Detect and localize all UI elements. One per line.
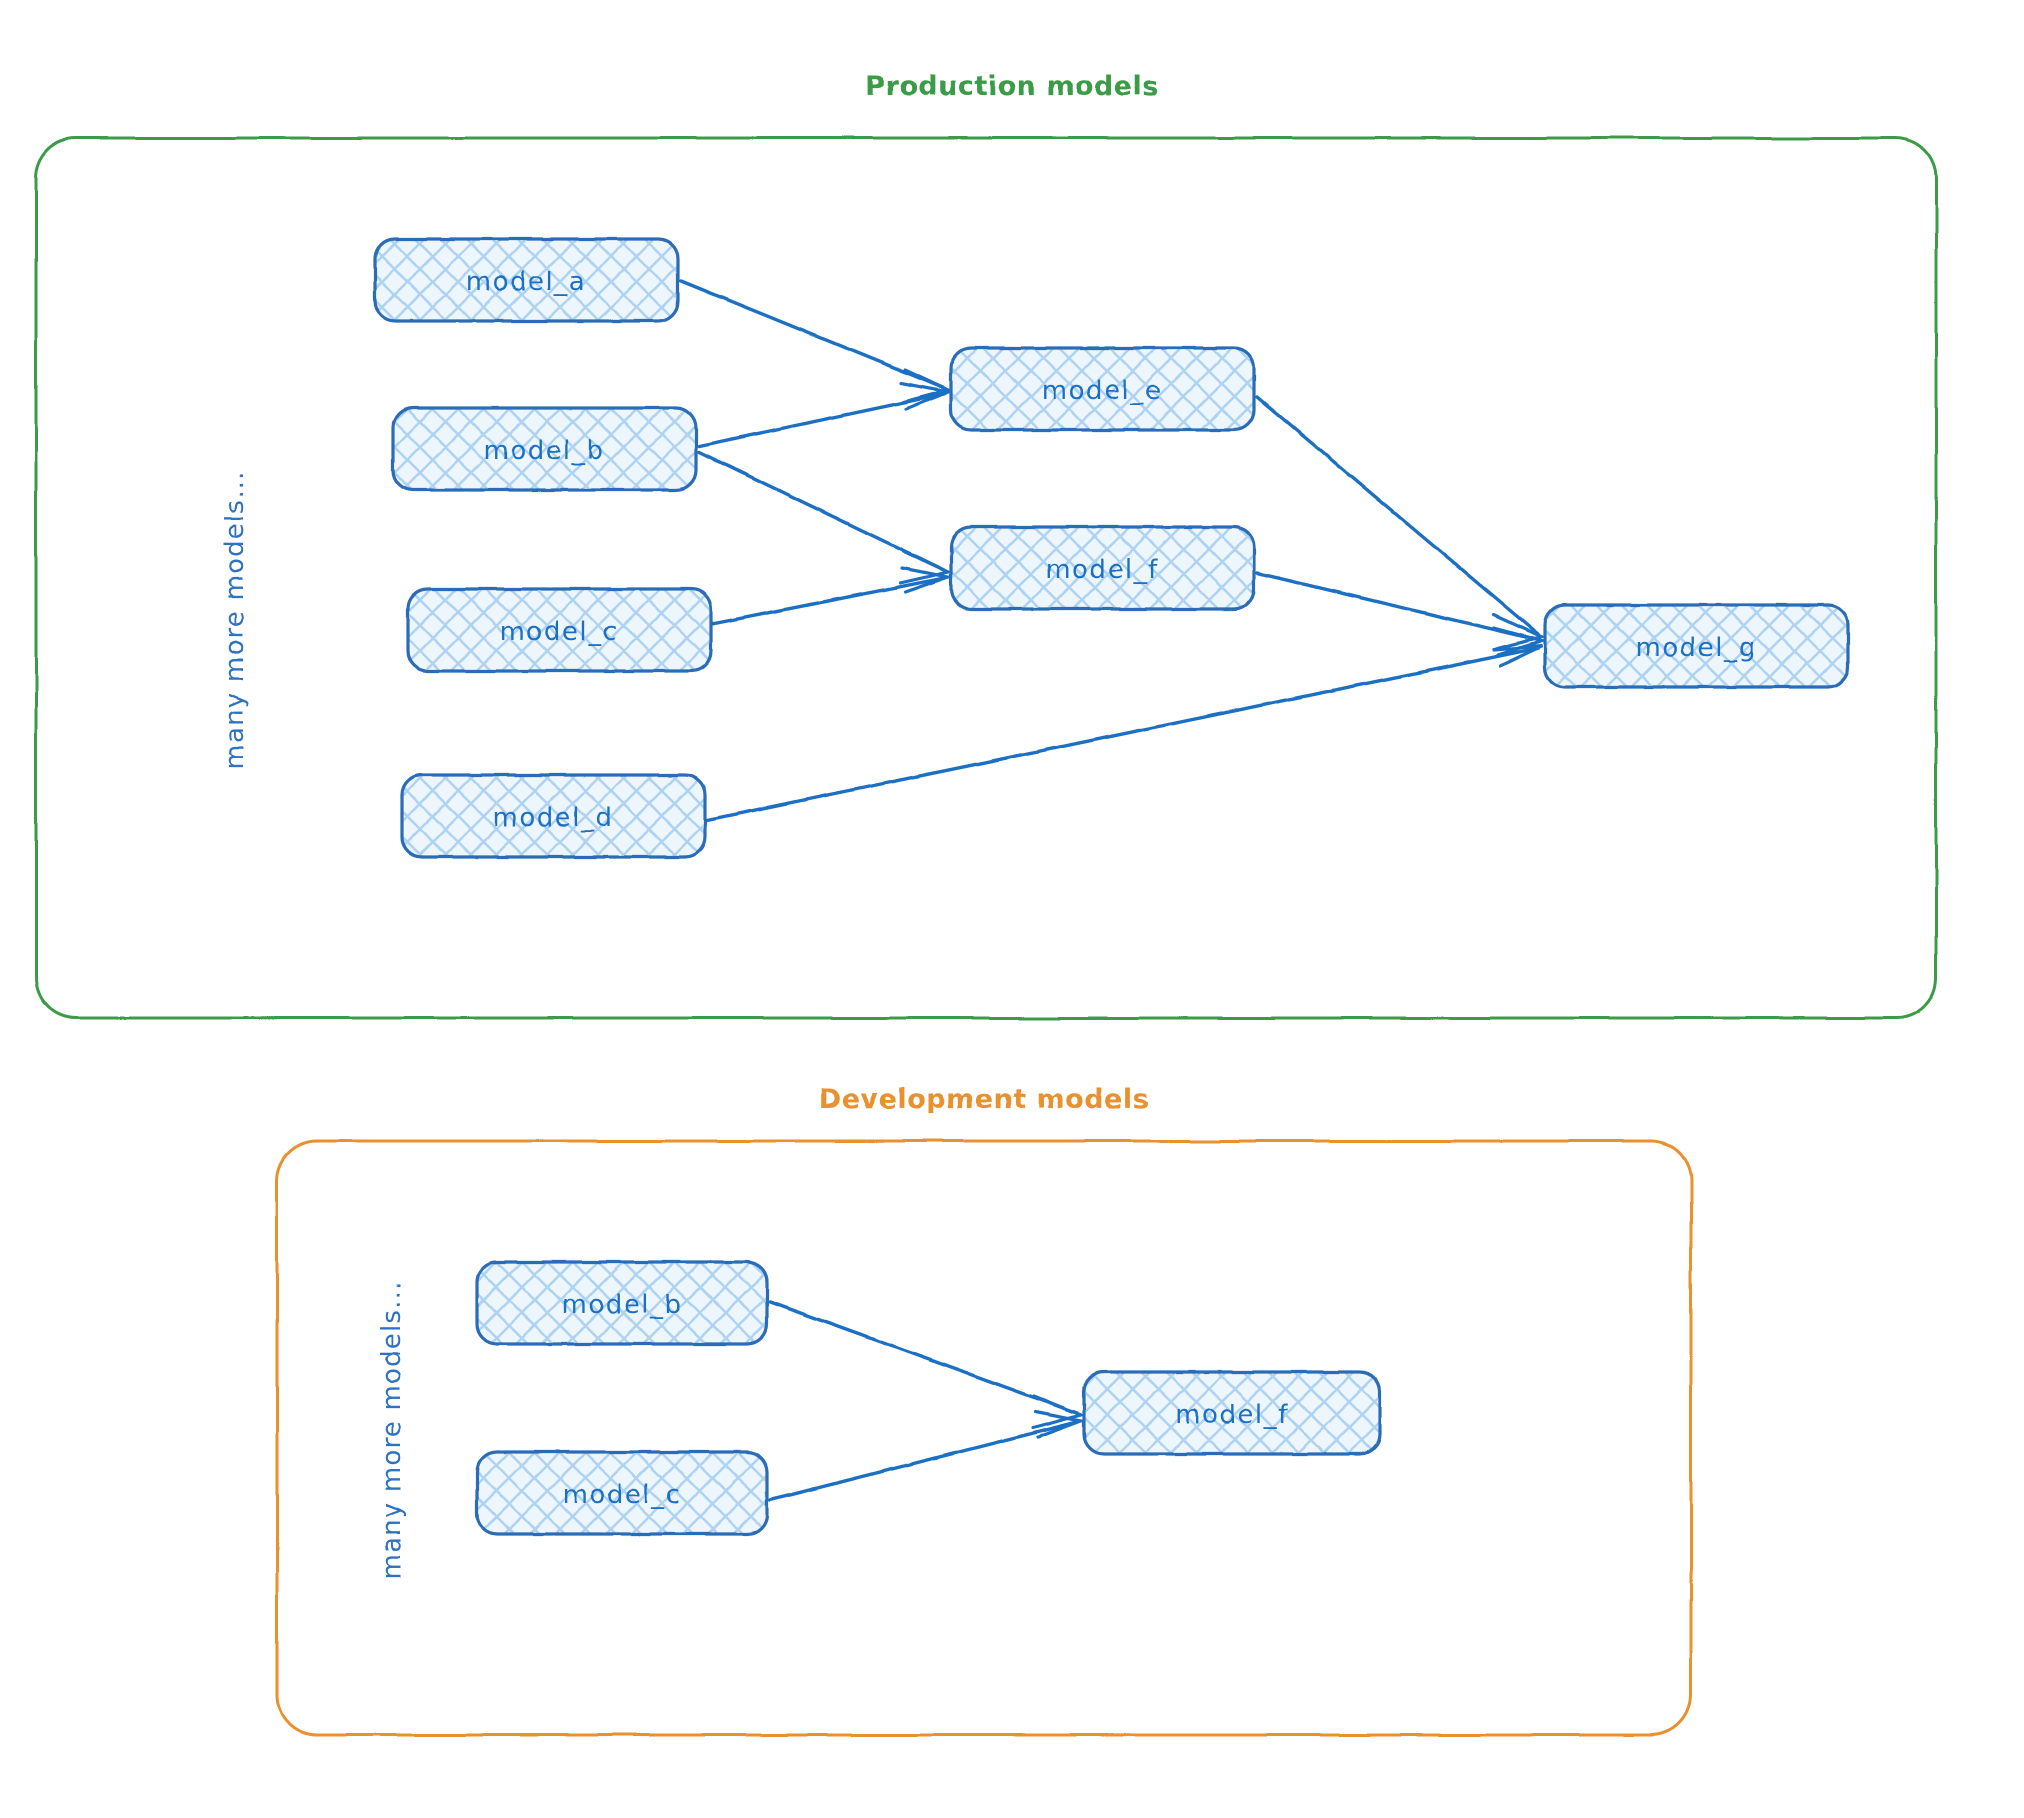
node-shape[interactable] xyxy=(400,773,707,859)
node-shape[interactable] xyxy=(475,1260,769,1346)
node-shape[interactable] xyxy=(1082,1370,1382,1456)
node-label: model_d xyxy=(493,803,614,833)
node-shape[interactable] xyxy=(949,346,1256,432)
node-label: model_g xyxy=(1636,633,1757,663)
node-dev-model-b[interactable]: model_b xyxy=(475,1260,769,1346)
node-label: model_e xyxy=(1042,376,1162,406)
edge-e-to-g xyxy=(1255,395,1547,651)
development-side-label: many more models... xyxy=(377,1280,407,1579)
node-label: model_c xyxy=(563,1480,682,1510)
edge-b-to-f xyxy=(697,450,953,585)
node-prod-model-g[interactable]: model_g xyxy=(1543,603,1850,689)
edge-d-to-g xyxy=(705,644,1543,822)
development-group-title: Development models xyxy=(819,1084,1149,1115)
node-shape[interactable] xyxy=(949,525,1256,611)
node-shape[interactable] xyxy=(391,406,698,492)
production-side-label: many more models... xyxy=(220,470,250,769)
development-group-frame xyxy=(275,1139,1693,1737)
node-prod-model-d[interactable]: model_d xyxy=(400,773,707,859)
node-label: model_f xyxy=(1175,1400,1289,1430)
node-dev-model-c[interactable]: model_c xyxy=(475,1450,769,1536)
edge-b-to-e xyxy=(697,381,954,448)
production-nodes: model_a model_b model_c model_d model_e … xyxy=(373,237,1850,859)
edge-c-to-f xyxy=(710,566,955,626)
development-nodes: model_b model_c model_f xyxy=(475,1260,1382,1536)
node-shape[interactable] xyxy=(373,237,680,323)
node-prod-model-a[interactable]: model_a xyxy=(373,237,680,323)
group-development: Development models many more models... xyxy=(275,1084,1693,1737)
node-prod-model-b[interactable]: model_b xyxy=(391,406,698,492)
node-shape[interactable] xyxy=(1543,603,1850,689)
node-prod-model-f[interactable]: model_f xyxy=(949,525,1256,611)
node-label: model_f xyxy=(1045,555,1159,585)
node-prod-model-e[interactable]: model_e xyxy=(949,346,1256,432)
node-dev-model-f[interactable]: model_f xyxy=(1082,1370,1382,1456)
production-group-frame xyxy=(34,136,1938,1020)
node-shape[interactable] xyxy=(475,1450,769,1536)
edge-devb-to-devf xyxy=(768,1300,1087,1430)
node-prod-model-c[interactable]: model_c xyxy=(406,587,713,673)
node-label: model_b xyxy=(484,436,605,466)
edge-f-to-g xyxy=(1255,571,1548,657)
production-group-title: Production models xyxy=(865,71,1159,102)
production-edges xyxy=(679,279,1548,822)
node-label: model_a xyxy=(466,267,586,297)
edge-devc-to-devf xyxy=(768,1410,1087,1502)
development-edges xyxy=(768,1300,1087,1502)
node-label: model_b xyxy=(562,1290,683,1320)
node-label: model_c xyxy=(500,617,619,647)
node-shape[interactable] xyxy=(406,587,713,673)
group-production: Production models many more models... xyxy=(34,71,1938,1020)
